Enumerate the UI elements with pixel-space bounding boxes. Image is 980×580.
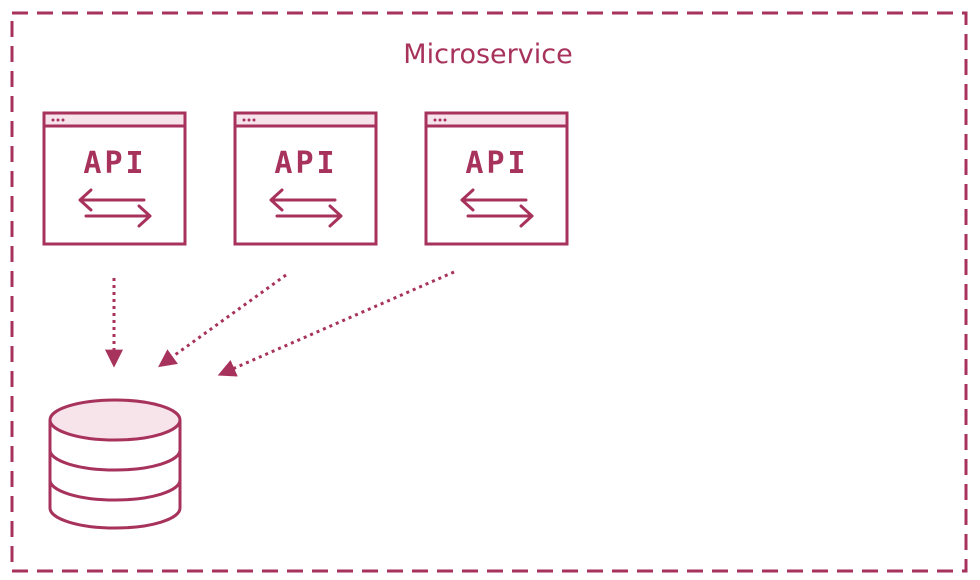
- database-body: [48, 420, 182, 530]
- window-dots-icon: [51, 118, 65, 122]
- microservice-boundary: [10, 11, 968, 573]
- dotted-arrow-api3-to-db: [217, 270, 455, 377]
- api-label: API: [83, 146, 146, 181]
- api-window-titlebar: [42, 111, 187, 128]
- bidirectional-arrows-icon: [269, 188, 343, 228]
- window-dots-icon: [433, 118, 447, 122]
- bidirectional-arrows-icon: [460, 188, 534, 228]
- api-window-titlebar: [233, 111, 378, 128]
- database-icon: [48, 398, 182, 530]
- dotted-arrow-api2-to-db: [158, 273, 287, 368]
- api-label: API: [465, 146, 528, 181]
- api-card-1: API: [42, 111, 187, 246]
- database-top: [48, 398, 182, 442]
- api-card-3: API: [424, 111, 569, 246]
- api-card-2: API: [233, 111, 378, 246]
- database-ring-1: [48, 449, 182, 472]
- database-ring-2: [48, 479, 182, 502]
- api-label: API: [274, 146, 337, 181]
- api-window-frame: [42, 111, 187, 246]
- api-window-frame: [233, 111, 378, 246]
- window-dots-icon: [242, 118, 256, 122]
- bidirectional-arrows-icon: [78, 188, 152, 228]
- api-window-frame: [424, 111, 569, 246]
- api-window-titlebar: [424, 111, 569, 128]
- microservice-title: Microservice: [403, 39, 572, 70]
